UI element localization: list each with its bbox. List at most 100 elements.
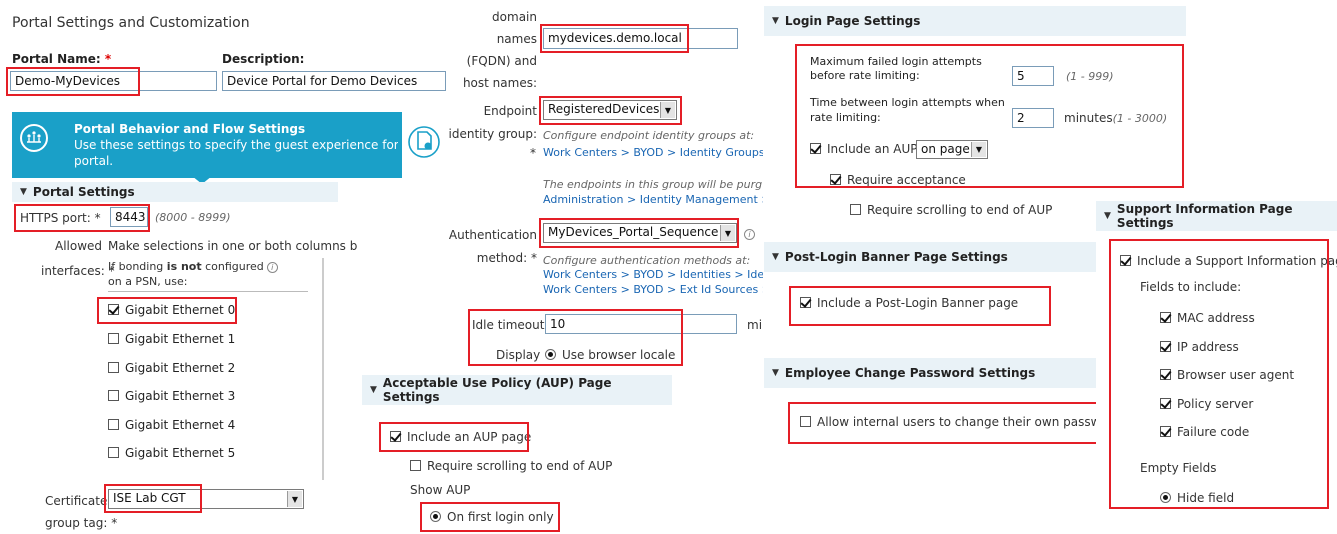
https-port-input[interactable]: 8443: [110, 207, 148, 227]
fqdn-label-4: host names:: [462, 76, 537, 90]
checkbox[interactable]: [800, 297, 811, 308]
hide-field-radio[interactable]: Hide field: [1160, 491, 1234, 505]
between-unit: minutes(1 - 3000): [1064, 111, 1168, 125]
empty-fields-label: Empty Fields: [1140, 461, 1217, 475]
max-failed-range: (1 - 999): [1066, 70, 1114, 83]
checkbox[interactable]: [410, 460, 421, 471]
certificate-label: Certificate: [45, 494, 108, 508]
fields-to-include-label: Fields to include:: [1140, 280, 1242, 294]
vertical-scroll-track[interactable]: [322, 258, 324, 480]
portal-name-input[interactable]: Demo-MyDevices: [10, 71, 217, 91]
flow-icon: [20, 124, 48, 152]
checkbox[interactable]: [1160, 312, 1171, 323]
checkbox[interactable]: [1120, 255, 1131, 266]
interface-item-5[interactable]: Gigabit Ethernet 5: [108, 446, 235, 460]
radio[interactable]: [545, 349, 556, 360]
chevron-down-icon: ▼: [720, 225, 735, 241]
info-icon[interactable]: i: [266, 262, 278, 273]
checkbox[interactable]: [108, 333, 119, 344]
info-icon[interactable]: i: [744, 229, 755, 240]
radio[interactable]: [1160, 492, 1171, 503]
checkbox[interactable]: [108, 304, 119, 315]
field-failure-code[interactable]: Failure code: [1160, 425, 1249, 439]
max-failed-label-1: Maximum failed login attempts: [810, 55, 982, 68]
checkbox[interactable]: [108, 447, 119, 458]
max-failed-input[interactable]: 5: [1012, 66, 1054, 86]
banner-title: Portal Behavior and Flow Settings: [74, 122, 306, 136]
fqdn-label-2: names: [496, 32, 537, 46]
chevron-down-icon: ▼: [287, 491, 302, 507]
checkbox[interactable]: [810, 143, 821, 154]
display-browser-locale-radio[interactable]: Use browser locale: [545, 348, 675, 362]
allow-password-change-checkbox[interactable]: Allow internal users to change their own…: [800, 415, 1108, 429]
fqdn-label-3: (FQDN) and: [466, 54, 537, 68]
post-login-banner-checkbox[interactable]: Include a Post-Login Banner page: [800, 296, 1018, 310]
fqdn-label-1: domain: [492, 10, 537, 24]
checkbox[interactable]: [830, 174, 841, 185]
idle-timeout-label: Idle timeout: [472, 318, 545, 332]
endpoint-label-1: Endpoint: [483, 104, 537, 118]
between-input[interactable]: 2: [1012, 108, 1054, 128]
portal-name-label: Portal Name: *: [12, 52, 112, 66]
include-support-info-checkbox[interactable]: Include a Support Information page: [1120, 254, 1337, 268]
portal-page-gear-icon[interactable]: [398, 112, 446, 178]
interface-item-1[interactable]: Gigabit Ethernet 1: [108, 332, 235, 346]
login-settings-header[interactable]: ▼ Login Page Settings: [764, 6, 1186, 36]
identities-link[interactable]: Work Centers > BYOD > Identities > Ider: [543, 268, 763, 281]
collapse-icon: ▼: [1104, 211, 1111, 221]
interface-item-3[interactable]: Gigabit Ethernet 3: [108, 389, 235, 403]
fqdn-input[interactable]: mydevices.demo.local: [543, 28, 738, 49]
portal-settings-header[interactable]: ▼ Portal Settings: [12, 182, 338, 202]
certificate-group-tag-select[interactable]: ISE Lab CGT▼: [108, 489, 304, 509]
field-browser-user-agent[interactable]: Browser user agent: [1160, 368, 1294, 382]
field-policy-server[interactable]: Policy server: [1160, 397, 1253, 411]
aup-settings-header[interactable]: ▼ Acceptable Use Policy (AUP) Page Setti…: [362, 375, 672, 405]
require-acceptance-checkbox[interactable]: Require acceptance: [830, 173, 966, 187]
include-aup-checkbox[interactable]: Include an AUP page: [390, 430, 531, 444]
purge-note: The endpoints in this group will be purg: [543, 178, 763, 191]
radio[interactable]: [430, 511, 441, 522]
checkbox[interactable]: [108, 390, 119, 401]
checkbox[interactable]: [390, 431, 401, 442]
checkbox[interactable]: [108, 362, 119, 373]
banner-line-1: Use these settings to specify the guest …: [74, 138, 425, 152]
collapse-icon: ▼: [772, 252, 779, 262]
checkbox[interactable]: [108, 419, 119, 430]
support-info-panel: ▼ Support Information Page Settings Incl…: [1096, 196, 1337, 514]
first-login-radio[interactable]: On first login only: [430, 510, 554, 524]
banner-line-2: portal.: [74, 154, 114, 168]
authentication-method-select[interactable]: MyDevices_Portal_Sequence▼: [543, 223, 737, 243]
interfaces-label: interfaces: *: [41, 264, 115, 278]
require-scroll-checkbox[interactable]: Require scrolling to end of AUP: [410, 459, 612, 473]
collapse-icon: ▼: [20, 187, 27, 197]
between-label-2: rate limiting:: [810, 111, 881, 124]
identity-groups-link[interactable]: Work Centers > BYOD > Identity Groups: [543, 146, 763, 159]
endpoint-hint: Configure endpoint identity groups at:: [543, 129, 755, 142]
checkbox[interactable]: [800, 416, 811, 427]
field-ip-address[interactable]: IP address: [1160, 340, 1239, 354]
checkbox[interactable]: [1160, 369, 1171, 380]
interface-item-0[interactable]: Gigabit Ethernet 0: [108, 303, 235, 317]
ext-id-sources-link[interactable]: Work Centers > BYOD > Ext Id Sources >: [543, 283, 763, 296]
checkbox[interactable]: [1160, 341, 1171, 352]
authentication-label-2: method: *: [476, 251, 537, 265]
include-aup-checkbox[interactable]: Include an AUP: [810, 142, 918, 156]
support-info-header[interactable]: ▼ Support Information Page Settings: [1096, 201, 1337, 231]
chevron-down-icon: ▼: [971, 142, 986, 157]
interface-item-2[interactable]: Gigabit Ethernet 2: [108, 361, 235, 375]
allowed-desc: Make selections in one or both columns b: [108, 239, 358, 253]
endpoint-label-2: identity group:: [448, 127, 538, 141]
description-input[interactable]: Device Portal for Demo Devices: [222, 71, 446, 91]
idle-timeout-input[interactable]: 10: [545, 314, 737, 334]
admin-identity-link[interactable]: Administration > Identity Management >: [543, 193, 763, 206]
require-scroll-checkbox[interactable]: Require scrolling to end of AUP: [850, 203, 1052, 217]
aup-mode-select[interactable]: on page▼: [916, 140, 988, 159]
checkbox[interactable]: [1160, 398, 1171, 409]
checkbox[interactable]: [850, 204, 861, 215]
interface-item-4[interactable]: Gigabit Ethernet 4: [108, 418, 235, 432]
display-label: Display: [496, 348, 541, 362]
field-mac-address[interactable]: MAC address: [1160, 311, 1255, 325]
checkbox[interactable]: [1160, 426, 1171, 437]
endpoint-group-select[interactable]: RegisteredDevices▼: [543, 100, 677, 120]
